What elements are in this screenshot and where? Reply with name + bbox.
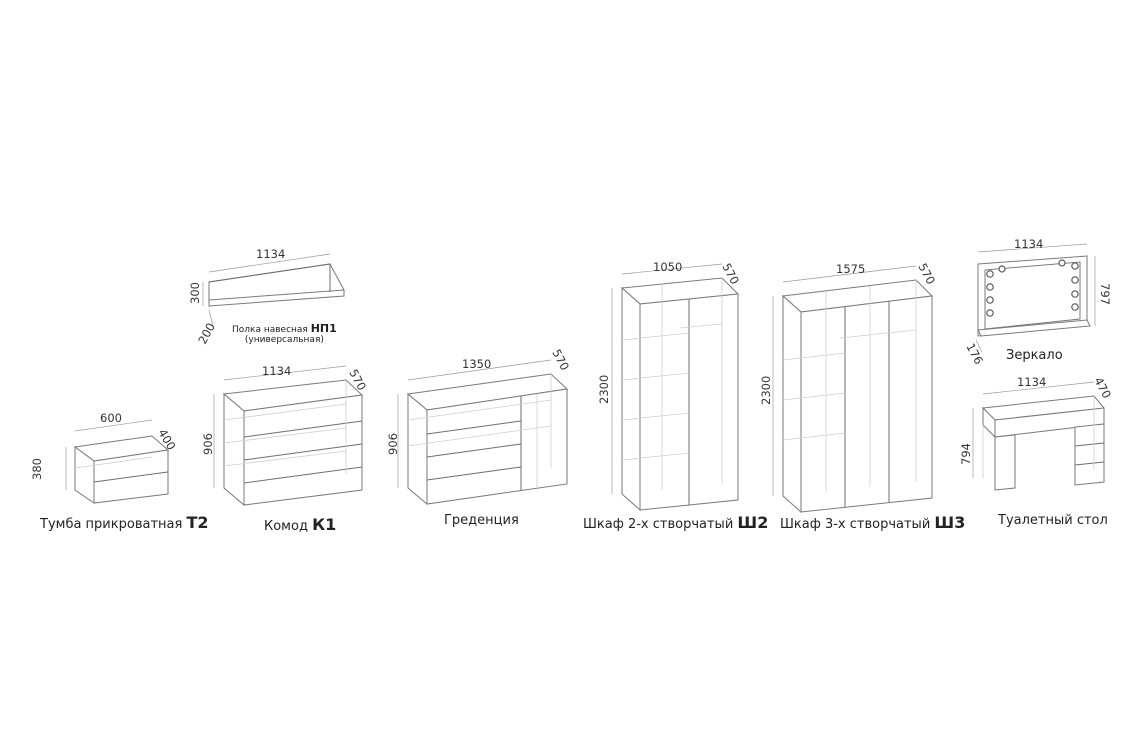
mirror-name: Зеркало <box>1006 348 1063 363</box>
shelf-height: 300 <box>188 282 202 304</box>
mirror-width: 1134 <box>1014 237 1043 251</box>
wardrobe2-code: Ш2 <box>737 513 769 532</box>
sideboard-caption: Греденция <box>444 513 519 528</box>
wardrobe3-code: Ш3 <box>934 513 966 532</box>
vanity-caption: Туалетный стол <box>998 513 1108 528</box>
wardrobe3-width: 1575 <box>836 262 865 276</box>
bedside-name: Тумба прикроватная <box>40 517 183 532</box>
vanity-name: Туалетный стол <box>998 513 1108 528</box>
shelf-name: Полка навесная <box>232 325 308 335</box>
mirror-depth: 176 <box>963 341 986 367</box>
shelf-depth: 200 <box>195 320 218 346</box>
wardrobe2-height: 2300 <box>597 375 611 404</box>
dresser-code: К1 <box>312 515 337 534</box>
dresser-drawing: 1134 570 906 <box>201 364 369 507</box>
vanity-drawing: 1134 470 794 <box>959 375 1114 491</box>
dresser-caption: Комод К1 <box>264 515 336 534</box>
wardrobe3-drawing: 1575 570 2300 <box>759 261 938 514</box>
bedside-height: 380 <box>30 458 44 480</box>
wardrobe2-width: 1050 <box>653 260 682 274</box>
dresser-name: Комод <box>264 519 308 534</box>
bedside-width: 600 <box>100 411 122 425</box>
dresser-width: 1134 <box>262 364 291 378</box>
shelf-code: НП1 <box>310 322 337 335</box>
wardrobe3-caption: Шкаф 3-х створчатый Ш3 <box>780 513 965 532</box>
sideboard-name: Греденция <box>444 513 519 528</box>
sideboard-depth: 570 <box>549 347 572 373</box>
mirror-height: 797 <box>1098 283 1112 305</box>
wardrobe3-name: Шкаф 3-х створчатый <box>780 517 931 532</box>
shelf-caption: Полка навесная НП1 (универсальная) <box>232 322 337 345</box>
wardrobe2-drawing: 1050 570 2300 <box>597 260 742 512</box>
wardrobe3-height: 2300 <box>759 376 773 405</box>
mirror-caption: Зеркало <box>1006 348 1063 363</box>
wardrobe2-name: Шкаф 2-х створчатый <box>583 517 734 532</box>
bedside-code: Т2 <box>186 513 209 532</box>
mirror-bulbs <box>986 259 1079 317</box>
bedside-caption: Тумба прикроватная Т2 <box>40 513 209 532</box>
shelf-width: 1134 <box>256 247 285 261</box>
sideboard-width: 1350 <box>462 357 491 371</box>
dresser-height: 906 <box>201 433 215 455</box>
vanity-height: 794 <box>959 443 973 465</box>
sideboard-drawing: 1350 570 906 <box>386 347 572 506</box>
bedside-drawing: 600 400 380 <box>30 411 179 504</box>
sideboard-height: 906 <box>386 433 400 455</box>
wardrobe2-caption: Шкаф 2-х створчатый Ш2 <box>583 513 768 532</box>
vanity-width: 1134 <box>1017 375 1046 389</box>
shelf-subtitle: (универсальная) <box>244 335 324 345</box>
